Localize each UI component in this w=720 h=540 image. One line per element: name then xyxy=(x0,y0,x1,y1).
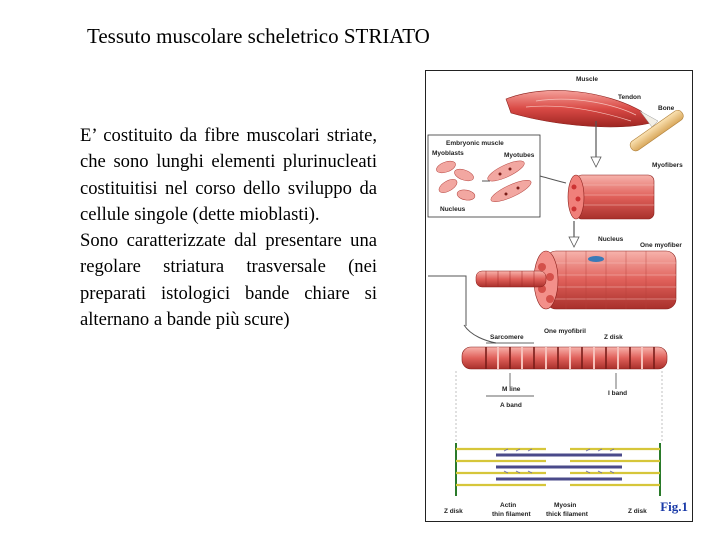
label-bone: Bone xyxy=(658,105,675,112)
label-nucleus: Nucleus xyxy=(598,236,624,243)
label-myofibers: Myofibers xyxy=(652,162,683,169)
label-nucleus-small: Nucleus xyxy=(440,206,466,213)
fiber-bundle xyxy=(567,174,655,220)
label-i-band: I band xyxy=(608,390,627,397)
muscle-structure-figure: Muscle Tendon Bone Embryonic muscle Myob… xyxy=(425,70,693,522)
label-muscle: Muscle xyxy=(576,76,598,83)
label-one-myofibril: One myofibril xyxy=(544,328,586,335)
label-actin: Actin xyxy=(500,502,516,509)
embryonic-muscle-box xyxy=(427,134,541,218)
slide-title: Tessuto muscolare scheletrico STRIATO xyxy=(87,24,430,48)
label-a-band: A band xyxy=(500,402,522,409)
label-tendon: Tendon xyxy=(618,94,641,101)
single-myofiber xyxy=(475,250,677,310)
myofibril xyxy=(461,342,668,397)
label-myoblasts: Myoblasts xyxy=(432,150,464,157)
label-thin-filament: thin filament xyxy=(492,511,531,518)
label-embryonic-muscle: Embryonic muscle xyxy=(446,140,504,147)
label-thick-filament: thick filament xyxy=(546,511,589,518)
figure-caption: Fig.1 xyxy=(660,499,688,514)
arrow-1-head xyxy=(590,156,602,168)
paragraph-striation: Sono caratterizzate dal presentare una r… xyxy=(80,230,377,331)
label-m-line: M line xyxy=(502,386,521,393)
slide-body-text: E’ costituito da fibre muscolari striate… xyxy=(80,123,377,333)
muscle-illustration: Muscle Tendon Bone Embryonic muscle Myob… xyxy=(427,76,684,518)
label-z-disk-right: Z disk xyxy=(628,508,647,515)
paragraph-definition: E’ costituito da fibre muscolari striate… xyxy=(80,125,377,225)
label-myosin: Myosin xyxy=(554,502,576,509)
label-myotubes: Myotubes xyxy=(504,152,535,159)
label-one-myofiber: One myofiber xyxy=(640,242,682,249)
whole-muscle xyxy=(505,90,684,152)
label-z-disk-left: Z disk xyxy=(444,508,463,515)
label-sarcomere: Sarcomere xyxy=(490,334,524,341)
label-z-disk-top: Z disk xyxy=(604,334,623,341)
sarcomere-filaments xyxy=(455,443,661,496)
